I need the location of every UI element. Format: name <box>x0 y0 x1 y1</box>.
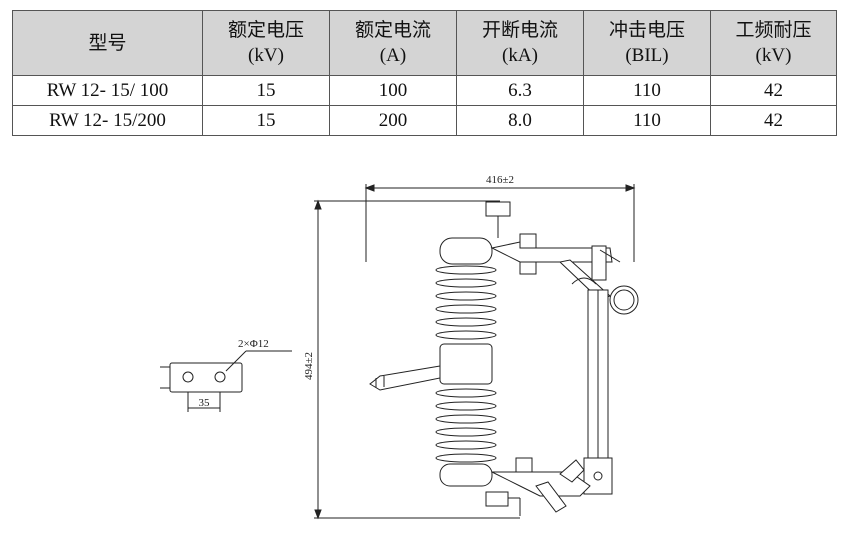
header-unit: (BIL) <box>625 45 669 66</box>
table-row: RW 12- 15/ 100 15 100 6.3 110 42 <box>12 75 837 106</box>
table-cell: RW 12- 15/ 100 <box>12 75 203 106</box>
header-rated-current: 额定电流 (A) <box>329 10 457 76</box>
header-unit: (kA) <box>502 45 538 66</box>
table-header-row: 型号 额定电压 (kV) 额定电流 (A) 开断电流 (kA) 冲击电压 (BIL) 工… <box>12 10 837 76</box>
header-label: 型号 <box>88 31 127 54</box>
table-row: RW 12- 15/200 15 200 8.0 110 42 <box>12 105 837 136</box>
header-impulse-voltage: 冲击电压 (BIL) <box>583 10 711 76</box>
header-unit: (A) <box>379 45 407 66</box>
header-rated-voltage: 额定电压 (kV) <box>202 10 330 76</box>
header-model: 型号 <box>12 10 203 76</box>
table-cell: 15 <box>202 105 330 136</box>
mounting-rod <box>369 365 441 391</box>
header-unit: (kV) <box>248 45 284 66</box>
table-cell: 110 <box>583 105 711 136</box>
width-dimension-label: 416±2 <box>486 174 514 186</box>
fuse-cutout-drawing: 416±2 494±2 2×Φ12 35 <box>160 174 639 520</box>
header-breaking-current: 开断电流 (kA) <box>456 10 584 76</box>
table-cell: 6.3 <box>456 75 584 106</box>
header-label: 额定电压 <box>227 19 304 41</box>
lower-contact <box>485 457 591 516</box>
table-cell: 15 <box>202 75 330 106</box>
header-label: 开断电流 <box>481 19 558 41</box>
table-cell: 8.0 <box>456 105 584 136</box>
header-label: 冲击电压 <box>608 19 685 41</box>
header-unit: (kV) <box>755 45 792 66</box>
height-dimension-label: 494±2 <box>303 352 315 380</box>
header-label: 工频耐压 <box>735 19 812 41</box>
hole-spacing-label: 35 <box>199 397 211 409</box>
table-cell: 110 <box>583 75 711 106</box>
table-cell: RW 12- 15/200 <box>12 105 203 136</box>
table-cell: 42 <box>710 75 837 106</box>
spec-table: 型号 额定电压 (kV) 额定电流 (A) 开断电流 (kA) 冲击电压 (BIL) 工… <box>12 10 837 136</box>
table-cell: 100 <box>329 75 457 106</box>
table-cell: 42 <box>710 105 837 136</box>
height-dimension <box>314 199 520 520</box>
upper-contact <box>485 201 621 301</box>
width-dimension <box>364 184 636 262</box>
insulator <box>435 237 497 487</box>
fuse-tube <box>583 289 613 495</box>
mounting-plate <box>160 350 292 412</box>
header-label: 额定电流 <box>354 19 431 41</box>
hole-label: 2×Φ12 <box>238 338 269 350</box>
table-cell: 200 <box>329 105 457 136</box>
header-power-freq-withstand: 工频耐压 (kV) <box>710 10 837 76</box>
